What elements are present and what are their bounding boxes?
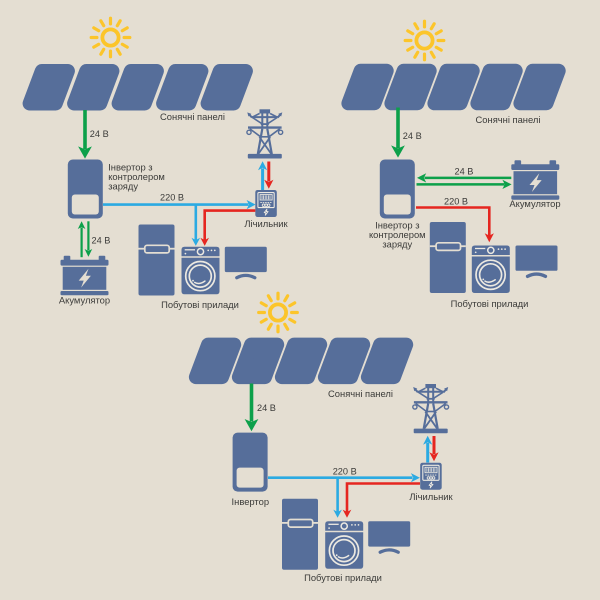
svg-text:24 В: 24 В xyxy=(90,129,109,139)
svg-text:24 В: 24 В xyxy=(92,236,111,246)
svg-text:Акумулятор: Акумулятор xyxy=(59,294,110,305)
svg-text:контролером: контролером xyxy=(108,171,165,182)
svg-text:Побутові прилади: Побутові прилади xyxy=(304,572,382,583)
svg-text:Інвертор з: Інвертор з xyxy=(375,219,419,230)
svg-text:Інвертор: Інвертор xyxy=(232,496,270,507)
svg-text:Сонячні панелі: Сонячні панелі xyxy=(476,114,541,125)
svg-text:220 В: 220 В xyxy=(444,196,468,206)
svg-text:24 В: 24 В xyxy=(403,131,422,141)
svg-text:24 В: 24 В xyxy=(257,403,276,413)
svg-text:заряду: заряду xyxy=(382,239,412,250)
svg-text:24 В: 24 В xyxy=(455,166,474,176)
svg-text:Лічильник: Лічильник xyxy=(244,218,288,229)
svg-text:Інвертор з: Інвертор з xyxy=(108,162,152,173)
svg-text:контролером: контролером xyxy=(369,229,426,240)
svg-text:220 В: 220 В xyxy=(333,467,357,477)
svg-text:Акумулятор: Акумулятор xyxy=(509,198,560,209)
svg-text:Лічильник: Лічильник xyxy=(409,491,453,502)
svg-text:Побутові прилади: Побутові прилади xyxy=(161,299,239,310)
svg-text:заряду: заряду xyxy=(108,181,138,192)
svg-text:220 В: 220 В xyxy=(160,193,184,203)
svg-text:Побутові прилади: Побутові прилади xyxy=(451,298,529,309)
svg-text:Сонячні панелі: Сонячні панелі xyxy=(160,111,225,122)
svg-text:Сонячні панелі: Сонячні панелі xyxy=(328,388,393,399)
